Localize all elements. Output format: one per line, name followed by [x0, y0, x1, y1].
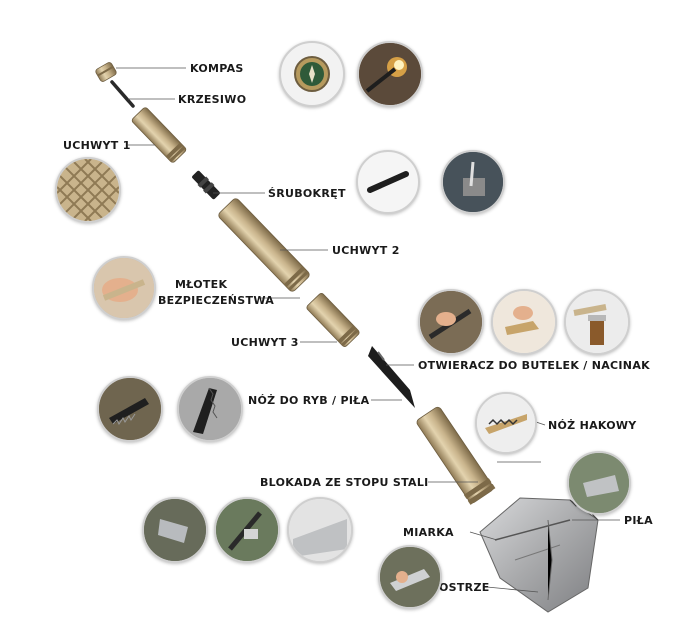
- handle-1: [131, 107, 187, 163]
- shovel-blade: [479, 497, 599, 613]
- screwdriver-bit: [192, 170, 220, 200]
- cork-opener-icon: [491, 289, 557, 355]
- label-krzesiwo: KRZESIWO: [178, 93, 247, 106]
- label-pila: PIŁA: [624, 514, 653, 527]
- label-uchwyt-3: UCHWYT 3: [231, 336, 299, 349]
- shovel-use-icon: [567, 451, 631, 515]
- compass-cap: [95, 62, 117, 82]
- shovel-blade-icon: [287, 497, 353, 563]
- label-mlotek-line2: BEZPIECZEŃSTWA: [158, 294, 275, 307]
- compass-icon: [279, 41, 345, 107]
- digging-icon: [142, 497, 208, 563]
- screwdriver-bit-icon: [356, 150, 420, 214]
- handle-2: [218, 198, 310, 292]
- knurled-grip-icon: [55, 157, 121, 223]
- handle-3: [306, 293, 360, 347]
- bottle-cap-icon: [564, 289, 630, 355]
- lower-handle: [416, 406, 496, 505]
- label-srubokret: ŚRUBOKRĘT: [268, 187, 346, 200]
- measuring-icon: [378, 545, 442, 609]
- saw-blade-icon: [177, 376, 243, 442]
- opener-knife: [368, 346, 415, 408]
- label-kompas: KOMPAS: [190, 62, 244, 75]
- screwdriver-use-icon: [441, 150, 505, 214]
- fish-knife-icon: [97, 376, 163, 442]
- label-miarka: MIARKA: [403, 526, 454, 539]
- label-noz-hakowy: NÓŻ HAKOWY: [548, 419, 637, 432]
- label-noz-do-ryb: NÓŻ DO RYB / PIŁA: [248, 394, 370, 407]
- sawing-icon: [214, 497, 280, 563]
- label-uchwyt-1: UCHWYT 1: [63, 139, 131, 152]
- label-ostrze: OSTRZE: [439, 581, 490, 594]
- fire-starter-rod: [110, 80, 135, 108]
- label-mlotek-line1: MŁOTEK: [175, 278, 228, 291]
- label-otwieracz: OTWIERACZ DO BUTELEK / NACINAK: [418, 359, 650, 372]
- label-blokada: BLOKADA ZE STOPU STALI: [260, 476, 429, 489]
- fire-starter-icon: [357, 41, 423, 107]
- label-uchwyt-2: UCHWYT 2: [332, 244, 400, 257]
- hammer-use-icon: [92, 256, 156, 320]
- bottle-opener-icon: [418, 289, 484, 355]
- hook-knife-icon: [475, 392, 537, 454]
